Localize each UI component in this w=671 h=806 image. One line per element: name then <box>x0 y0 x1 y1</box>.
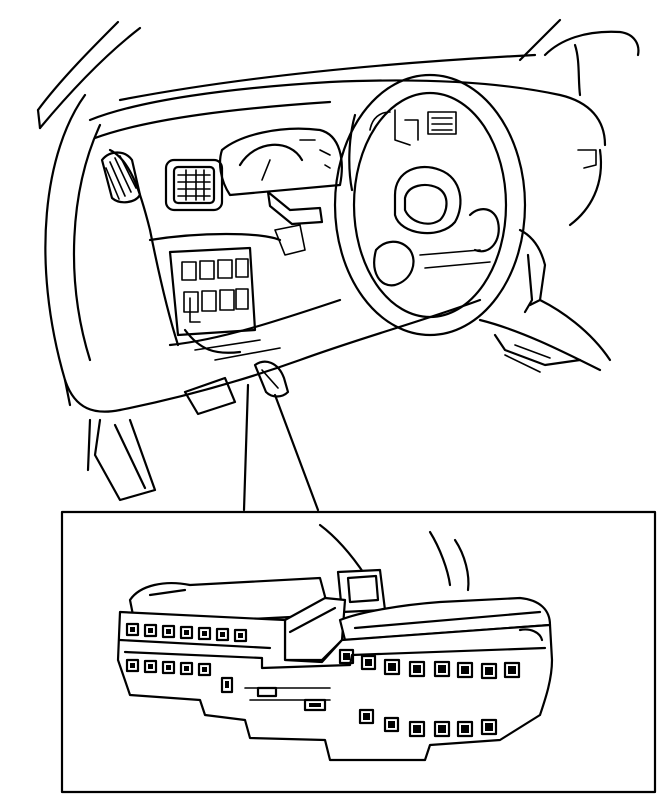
fuse-box-location <box>253 360 290 398</box>
detail-inset-frame <box>60 510 657 794</box>
left-side-panel <box>44 93 122 413</box>
leader-lines <box>242 383 320 512</box>
steering-wheel <box>333 73 527 337</box>
instrument-cluster <box>219 127 343 226</box>
center-air-vent <box>164 158 224 212</box>
pedals <box>86 418 157 502</box>
windshield-edge <box>118 18 640 102</box>
upper-pin-row <box>125 622 521 680</box>
gear-shift-area <box>478 228 612 373</box>
a-pillar <box>36 20 142 130</box>
switch-panel <box>148 224 306 337</box>
lower-pin-row <box>125 658 498 738</box>
fuse-block-connector <box>116 568 554 762</box>
left-air-vent <box>100 151 142 204</box>
cluster-gauges <box>369 109 457 146</box>
lower-dash-panel <box>118 298 482 416</box>
